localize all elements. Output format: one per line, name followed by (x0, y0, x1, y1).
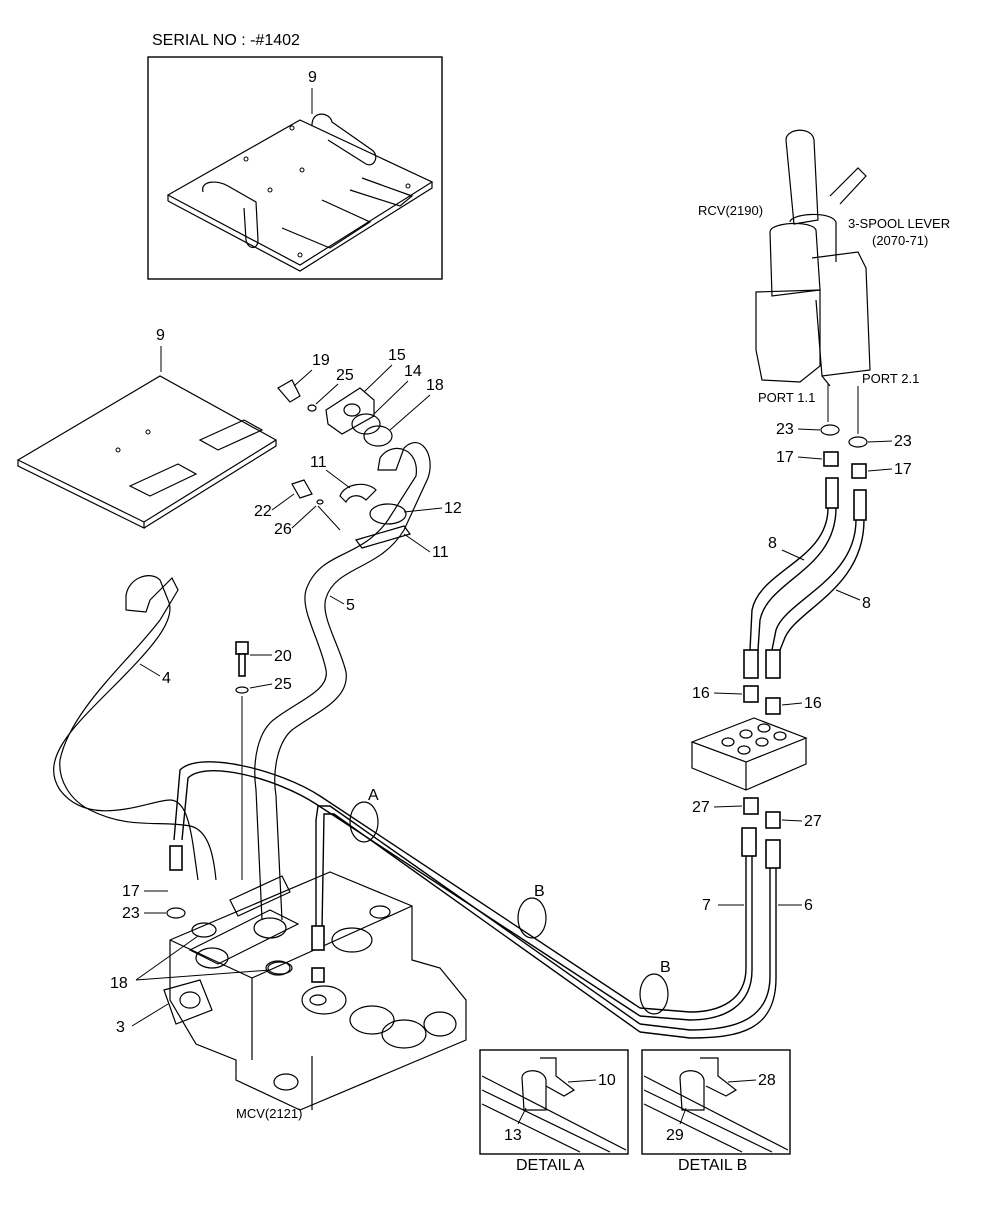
callout-6: 6 (804, 897, 813, 914)
callout-27-l: 27 (692, 799, 710, 816)
pipe-5 (254, 441, 431, 921)
callout-23-right-r: 23 (894, 433, 912, 450)
mcv-label: MCV(2121) (236, 1106, 302, 1121)
callout-17-right-l: 17 (776, 449, 794, 466)
fitting-16-right (765, 697, 781, 715)
callout-16-r: 16 (804, 695, 822, 712)
callout-11-a: 11 (310, 454, 327, 471)
callout-3: 3 (116, 1019, 125, 1036)
callout-9-inset: 9 (308, 69, 317, 86)
callout-13: 13 (504, 1127, 522, 1144)
floor-plate (16, 375, 278, 529)
callout-23-right-l: 23 (776, 421, 794, 438)
port-1-1-label: PORT 1.1 (758, 390, 815, 405)
mcv-valve (163, 871, 467, 1111)
callout-22: 22 (254, 503, 272, 520)
detail-a-frame (479, 1049, 629, 1155)
detail-b-drawing (643, 1057, 789, 1153)
section-marker-b2: B (660, 959, 671, 976)
callout-14: 14 (404, 363, 422, 380)
callout-10: 10 (598, 1072, 616, 1089)
pipe-4 (53, 575, 217, 881)
fitting-17-right (851, 463, 867, 479)
callout-8-b: 8 (862, 595, 871, 612)
callout-27-r: 27 (804, 813, 822, 830)
callout-18-top: 18 (426, 377, 444, 394)
callout-16-l: 16 (692, 685, 710, 702)
lever-label-1: 3-SPOOL LEVER (848, 216, 950, 231)
callout-25-top: 25 (336, 367, 354, 384)
callout-15: 15 (388, 347, 406, 364)
port-2-1-label: PORT 2.1 (862, 371, 919, 386)
detail-a-drawing (481, 1057, 627, 1153)
callout-28: 28 (758, 1072, 776, 1089)
section-marker-b1: B (534, 883, 545, 900)
detail-b-frame (641, 1049, 791, 1155)
hoses-8 (743, 477, 867, 679)
callout-12: 12 (444, 500, 462, 517)
fitting-16-left (743, 685, 759, 703)
callout-5: 5 (346, 597, 355, 614)
rcv-joystick (755, 129, 871, 387)
pilot-lines (173, 761, 669, 1033)
fitting-27-right (765, 811, 781, 829)
hoses-7-6 (639, 827, 781, 1039)
section-marker-a: A (368, 787, 379, 804)
mcv-fitting-17 (169, 845, 183, 871)
callout-19: 19 (312, 352, 330, 369)
callout-9: 9 (156, 327, 165, 344)
callout-26: 26 (274, 521, 292, 538)
callout-7: 7 (702, 897, 711, 914)
callout-17-right-r: 17 (894, 461, 912, 478)
callout-4: 4 (162, 670, 171, 687)
detail-b-caption: DETAIL B (678, 1157, 747, 1174)
callout-20: 20 (274, 648, 292, 665)
mcv-oring-18-b (265, 960, 291, 976)
floor-mat-inset (166, 113, 434, 272)
callout-18-left: 18 (110, 975, 128, 992)
oring-23-left (820, 424, 840, 436)
rcv-label: RCV(2190) (698, 203, 763, 218)
mcv-fitting-right (311, 925, 325, 951)
callout-8-a: 8 (768, 535, 777, 552)
callout-23-left: 23 (122, 905, 140, 922)
mcv-oring-18-a (191, 922, 217, 938)
fitting-17-left (823, 451, 839, 467)
lever-label-2: (2070-71) (872, 233, 928, 248)
flange-assembly (277, 379, 393, 447)
serial-number-header: SERIAL NO : -#1402 (152, 32, 300, 49)
callout-17-left: 17 (122, 883, 140, 900)
oring-23-right (848, 436, 868, 448)
callout-11-b: 11 (432, 544, 449, 561)
fitting-27-left (743, 797, 759, 815)
detail-a-caption: DETAIL A (516, 1157, 585, 1174)
serial-inset-frame (147, 56, 443, 280)
bolt-20 (235, 641, 249, 880)
mcv-oring-23 (166, 907, 186, 919)
callout-29: 29 (666, 1127, 684, 1144)
callout-25: 25 (274, 676, 292, 693)
manifold-block (690, 717, 808, 791)
mcv-fitting-lower (311, 967, 325, 983)
